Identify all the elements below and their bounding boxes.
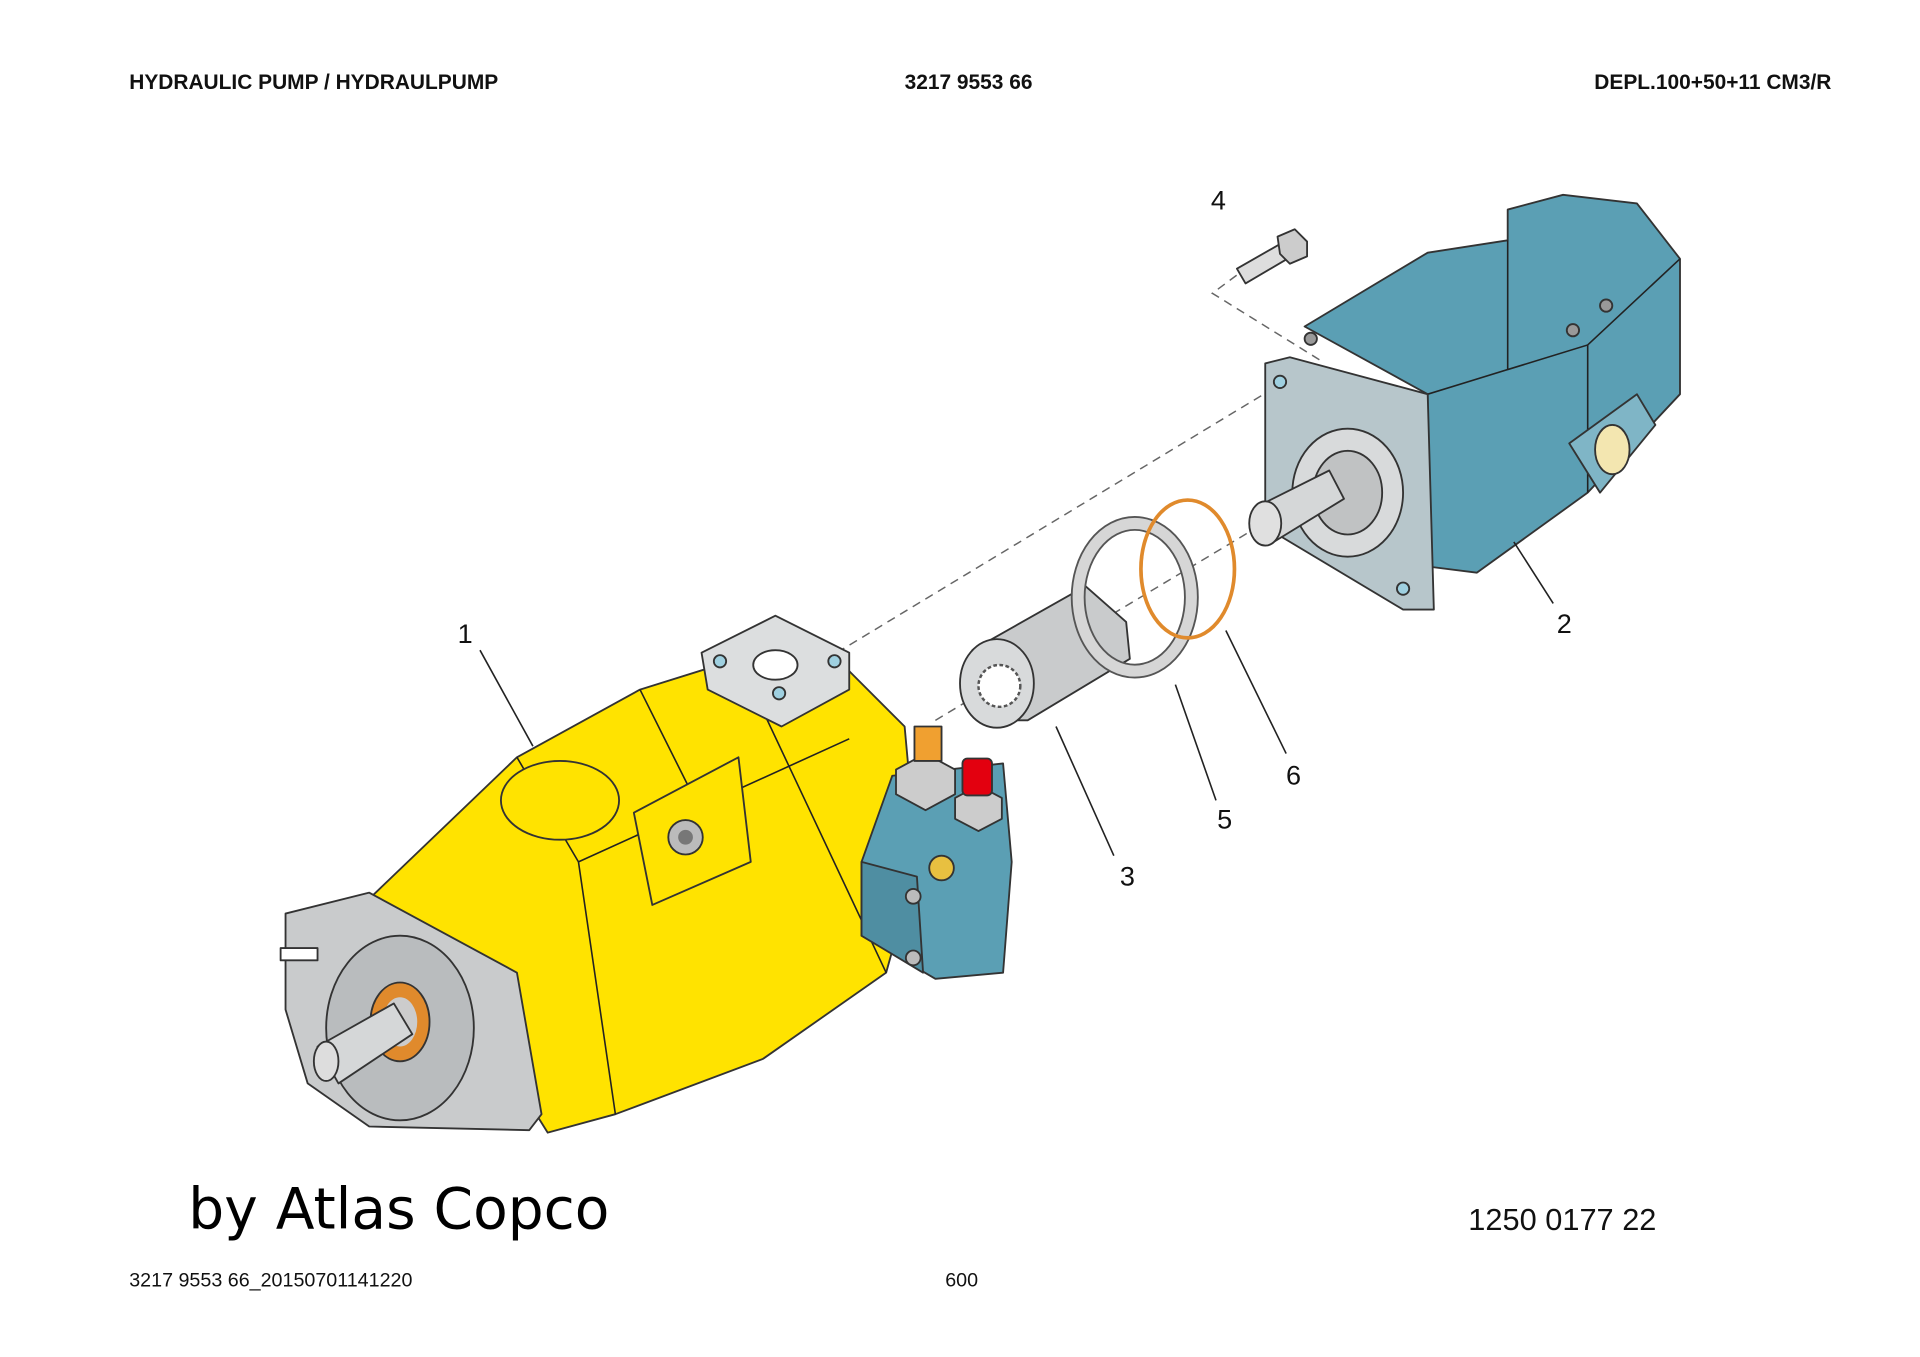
callout-6: 6	[1286, 759, 1301, 790]
callout-3: 3	[1120, 860, 1135, 891]
callout-5: 5	[1217, 804, 1232, 835]
diagram-title: HYDRAULIC PUMP / HYDRAULPUMP	[129, 71, 498, 94]
callout-2: 2	[1557, 608, 1572, 639]
part-4-bolt	[1236, 228, 1308, 285]
part-6-o-ring	[1139, 498, 1237, 640]
displacement-spec: DEPL.100+50+11 CM3/R	[1594, 71, 1831, 94]
callout-leader-lines	[479, 541, 1554, 857]
callout-1: 1	[458, 618, 473, 649]
part-1-hydraulic-pump-yellow	[279, 614, 918, 1134]
part-2-gear-pump-blue	[1248, 193, 1681, 611]
red-plug	[961, 757, 993, 797]
callout-4: 4	[1211, 185, 1226, 216]
pressure-valve-block	[860, 725, 1013, 980]
part-3-coupling	[959, 585, 1131, 729]
orange-plug	[913, 725, 943, 762]
part-number: 3217 9553 66	[905, 71, 1033, 94]
drawing-number: 1250 0177 22	[1468, 1202, 1656, 1237]
footer-page-number: 600	[945, 1270, 978, 1292]
footer-document-id: 3217 9553 66_20150701141220	[129, 1270, 412, 1292]
watermark-text: by Atlas Copco	[188, 1177, 609, 1243]
